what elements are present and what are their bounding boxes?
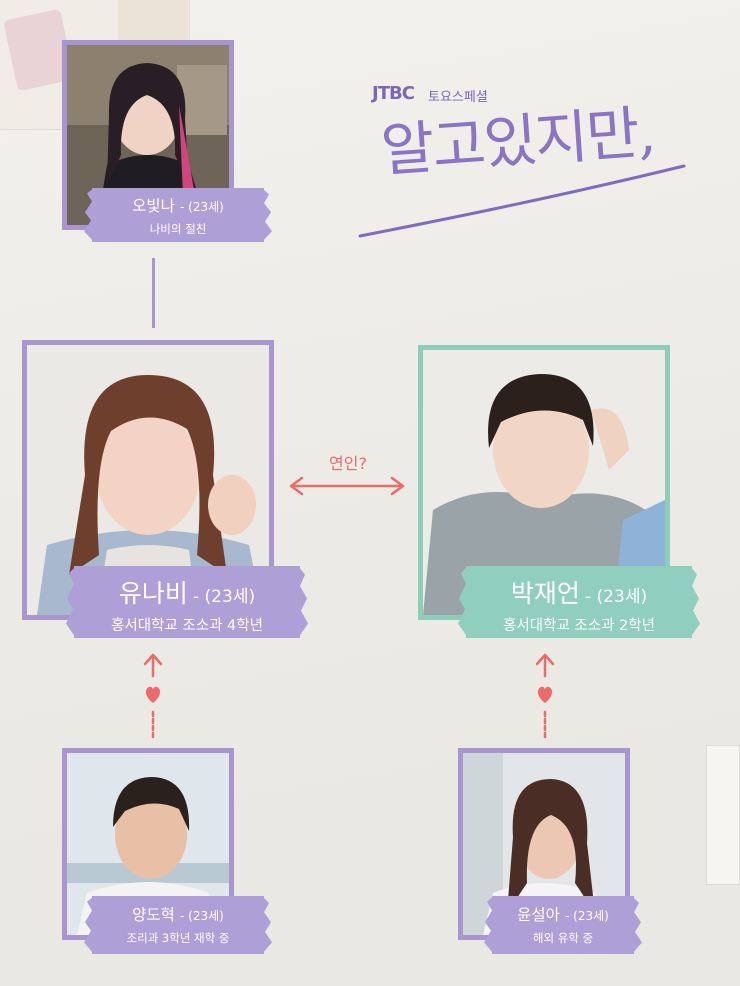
label-yunabi: 유나비 - (23세) 홍서대학교 조소과 4학년	[74, 566, 300, 638]
name-obitna: 오빛나	[132, 197, 175, 215]
age-yangdohyeok: - (23세)	[180, 909, 224, 923]
desc-obitna: 나비의 절친	[149, 222, 207, 236]
name-parkjaeeon: 박재언	[510, 579, 580, 608]
friend-connector-line	[152, 258, 155, 328]
age-yunabi: - (23세)	[193, 587, 256, 607]
desc-yunabi: 홍서대학교 조소과 4학년	[111, 618, 263, 634]
age-obitna: - (23세)	[180, 200, 224, 214]
name-yunseola: 윤설아	[517, 906, 560, 924]
desc-yunseola: 해외 유학 중	[532, 931, 594, 945]
paper-note-decoration	[706, 745, 740, 885]
title-underline-swash	[358, 164, 686, 238]
label-yangdohyeok: 양도혁 - (23세) 조리과 3학년 재학 중	[92, 896, 264, 954]
name-yangdohyeok: 양도혁	[132, 906, 175, 924]
program-slot: 토요스페셜	[428, 90, 488, 105]
relation-label: 연인?	[329, 454, 367, 473]
title-block: JTBC 토요스페셜 알고있지만,	[352, 80, 692, 250]
name-yunabi: 유나비	[118, 579, 188, 608]
desc-yangdohyeok: 조리과 3학년 재학 중	[126, 931, 230, 945]
card-yunabi[interactable]	[22, 340, 274, 620]
label-obitna: 오빛나 - (23세) 나비의 절친	[92, 188, 264, 242]
label-yunseola: 윤설아 - (23세) 해외 유학 중	[492, 896, 634, 954]
broadcaster-logo: JTBC	[372, 83, 415, 104]
age-parkjaeeon: - (23세)	[585, 587, 648, 607]
age-yunseola: - (23세)	[565, 909, 609, 923]
label-parkjaeeon: 박재언 - (23세) 홍서대학교 조소과 2학년	[466, 566, 692, 638]
desc-parkjaeeon: 홍서대학교 조소과 2학년	[503, 618, 655, 634]
